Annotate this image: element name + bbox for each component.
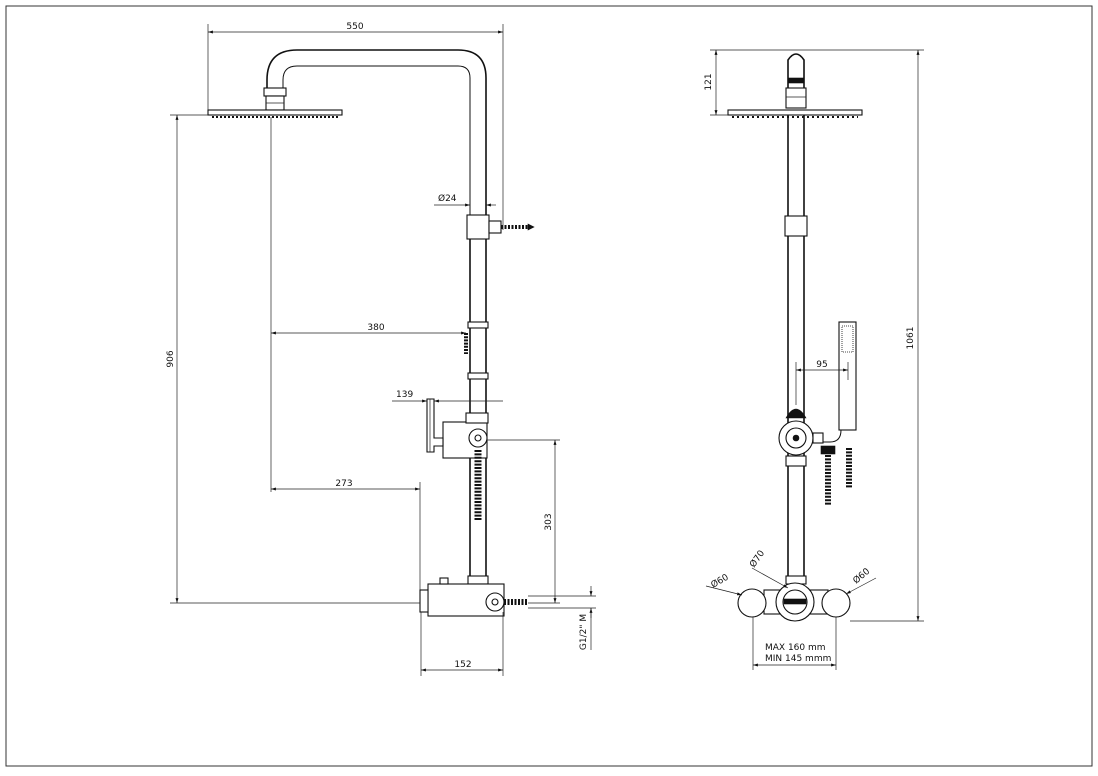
lever-handle [426, 398, 444, 453]
wall-screw-tip [527, 223, 535, 231]
front-view: 550 Ø24 380 906 139 303 273 G1/2" M [166, 22, 596, 676]
side-hose-nut-left [820, 445, 836, 455]
dim-906-label: 906 [166, 350, 176, 367]
shower-arm [266, 49, 487, 215]
side-hand-shower-hook [818, 429, 842, 443]
dim-380-label: 380 [367, 323, 384, 333]
dim-1061-label: 1061 [906, 327, 916, 350]
side-diverter-center [792, 434, 800, 442]
side-mixer-left-cap [737, 588, 767, 618]
side-diverter-top [785, 408, 807, 419]
dim-303-label: 303 [544, 513, 554, 530]
dim-121-label: 121 [704, 73, 714, 90]
dim-95-label: 95 [816, 360, 827, 370]
shower-head-plate [207, 109, 343, 116]
side-view: 121 1061 95 Ø70 Ø60 Ø60 MAX 160 mm MIN 1… [704, 49, 924, 670]
side-shower-head-plate [727, 109, 863, 116]
wall-bracket [488, 220, 502, 234]
riser-slider-lower [467, 372, 489, 380]
dim-d60-right-label: Ø60 [851, 566, 872, 587]
dim-152-label: 152 [454, 660, 471, 670]
dim-d60-right-leader [845, 577, 877, 595]
drawing-frame [5, 5, 1093, 767]
dim-d70-leader [751, 567, 789, 589]
side-arm-top [787, 53, 805, 88]
diverter-knob-center [474, 434, 482, 442]
mixer-end-cap [419, 589, 429, 613]
dim-d70-label: Ø70 [747, 548, 767, 570]
dim-spacing-max-label: MAX 160 mm [765, 643, 826, 653]
riser-slider-upper [467, 321, 489, 329]
side-arm-band [787, 77, 805, 84]
head-connector [263, 87, 287, 97]
dim-spacing-min-label: MIN 145 mmm [765, 654, 831, 664]
dim-d60-left-leader [705, 585, 743, 596]
side-hand-shower [838, 321, 857, 431]
dim-d60-left-label: Ø60 [709, 572, 731, 591]
mixer-riser-joint [467, 575, 489, 585]
side-diverter-arm [812, 432, 824, 444]
side-head-nut [785, 87, 807, 109]
side-riser-joint [784, 215, 808, 237]
dim-273-label: 273 [335, 479, 352, 489]
dim-d24-label: Ø24 [438, 193, 457, 204]
side-mixer-right-cap [821, 588, 851, 618]
side-mixer-knob-bar [783, 598, 807, 605]
dim-550-label: 550 [346, 22, 363, 32]
shower-arm-inner [282, 65, 471, 215]
diverter-cap [465, 412, 489, 424]
riser-joint-upper [466, 214, 490, 240]
side-hand-shower-face [841, 325, 854, 353]
dim-139-label: 139 [396, 390, 413, 400]
mixer-top-stub [439, 577, 449, 585]
mixer-knob-center [491, 598, 499, 606]
dim-thread-label: G1/2" M [579, 614, 589, 650]
side-diverter-collar [785, 455, 807, 467]
